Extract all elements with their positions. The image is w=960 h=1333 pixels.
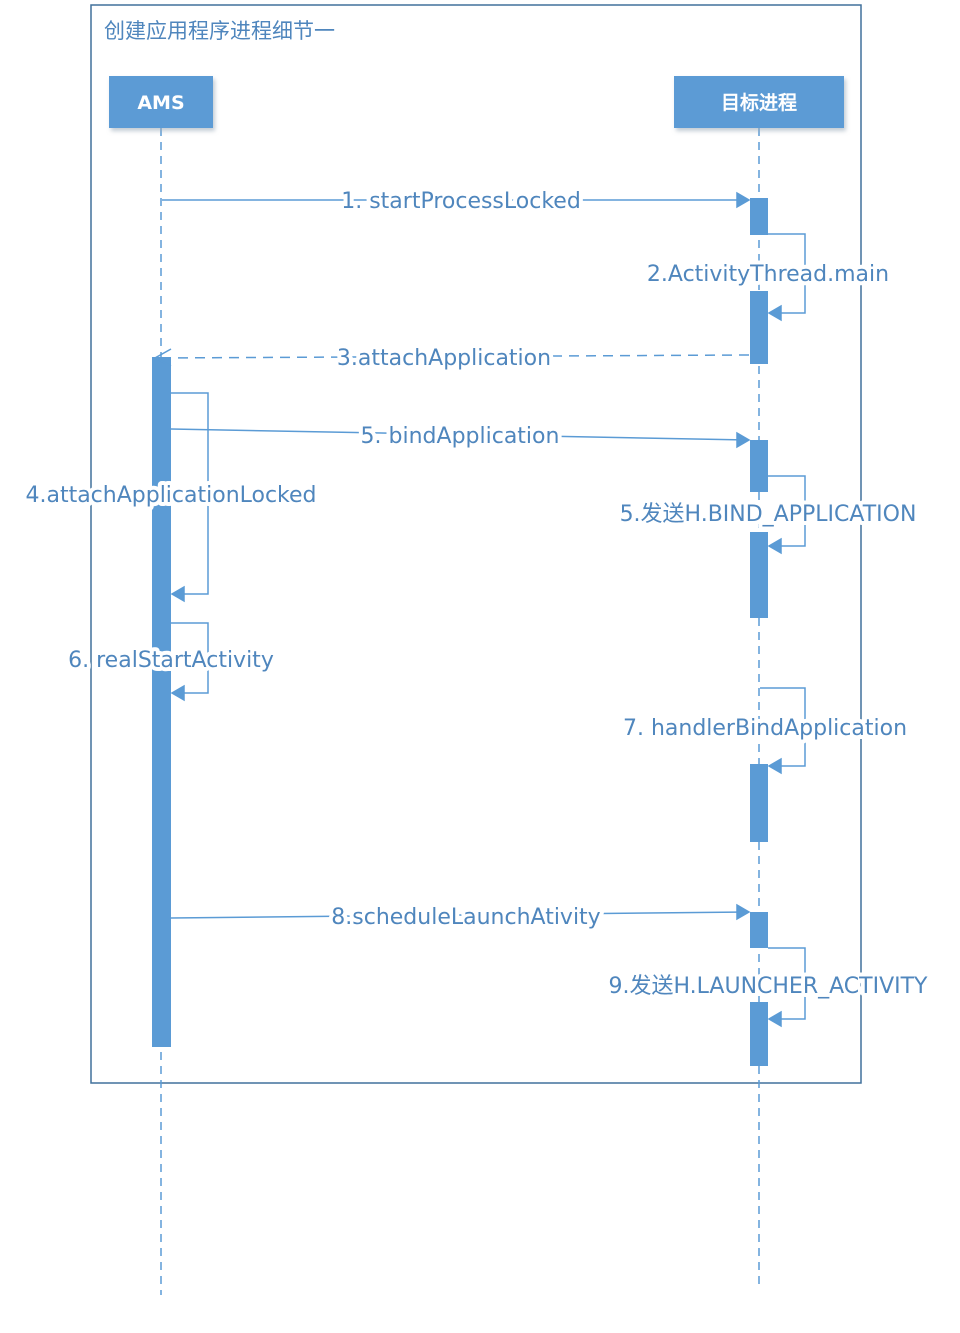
- message-3-arrow: [153, 348, 750, 367]
- message-5b-label: 5.发送H.BIND_APPLICATION: [620, 502, 917, 527]
- message-9-label: 9.发送H.LAUNCHER_ACTIVITY: [609, 974, 929, 999]
- message-4-arrow: [170, 392, 209, 603]
- message-1-label: 1. startProcessLocked: [341, 189, 581, 214]
- message-9-arrow: [767, 947, 806, 1028]
- lifeline-label-ams: AMS: [137, 92, 184, 114]
- message-2-label: 2.ActivityThread.main: [647, 262, 889, 287]
- message-1-arrow: [162, 191, 751, 209]
- lifeline-label-target: 目标进程: [721, 92, 797, 114]
- activation-bar-target-1: [750, 198, 768, 235]
- message-2-arrow: [767, 233, 806, 322]
- message-7-arrow: [760, 687, 806, 775]
- message-5a-arrow: [170, 428, 751, 449]
- frame-title: 创建应用程序进程细节一: [104, 19, 335, 43]
- message-8-arrow: [170, 903, 751, 921]
- activation-bar-target-4: [750, 532, 768, 618]
- message-5a-label: 5. bindApplication: [361, 424, 560, 449]
- message-8-label: 8.scheduleLaunchAtivity: [331, 905, 600, 930]
- activation-bar-target-7: [750, 1002, 768, 1066]
- message-7-label: 7. handlerBindApplication: [623, 716, 907, 741]
- activation-bar-ams: [152, 357, 171, 1047]
- message-6-label: 6. realStartActivity: [68, 648, 274, 673]
- activation-bar-target-6: [750, 912, 768, 948]
- message-5b-arrow: [767, 475, 806, 555]
- frame-box: [90, 4, 862, 1084]
- message-4-label: 4.attachApplicationLocked: [25, 483, 316, 508]
- activation-bar-target-2: [750, 291, 768, 364]
- lifeline-header-ams[interactable]: AMS: [109, 76, 213, 128]
- activation-bar-target-3: [750, 440, 768, 492]
- message-3-label: 3.attachApplication: [337, 346, 551, 371]
- message-6-arrow: [170, 622, 209, 702]
- activation-bar-target-5: [750, 764, 768, 842]
- lifeline-header-target[interactable]: 目标进程: [674, 76, 844, 128]
